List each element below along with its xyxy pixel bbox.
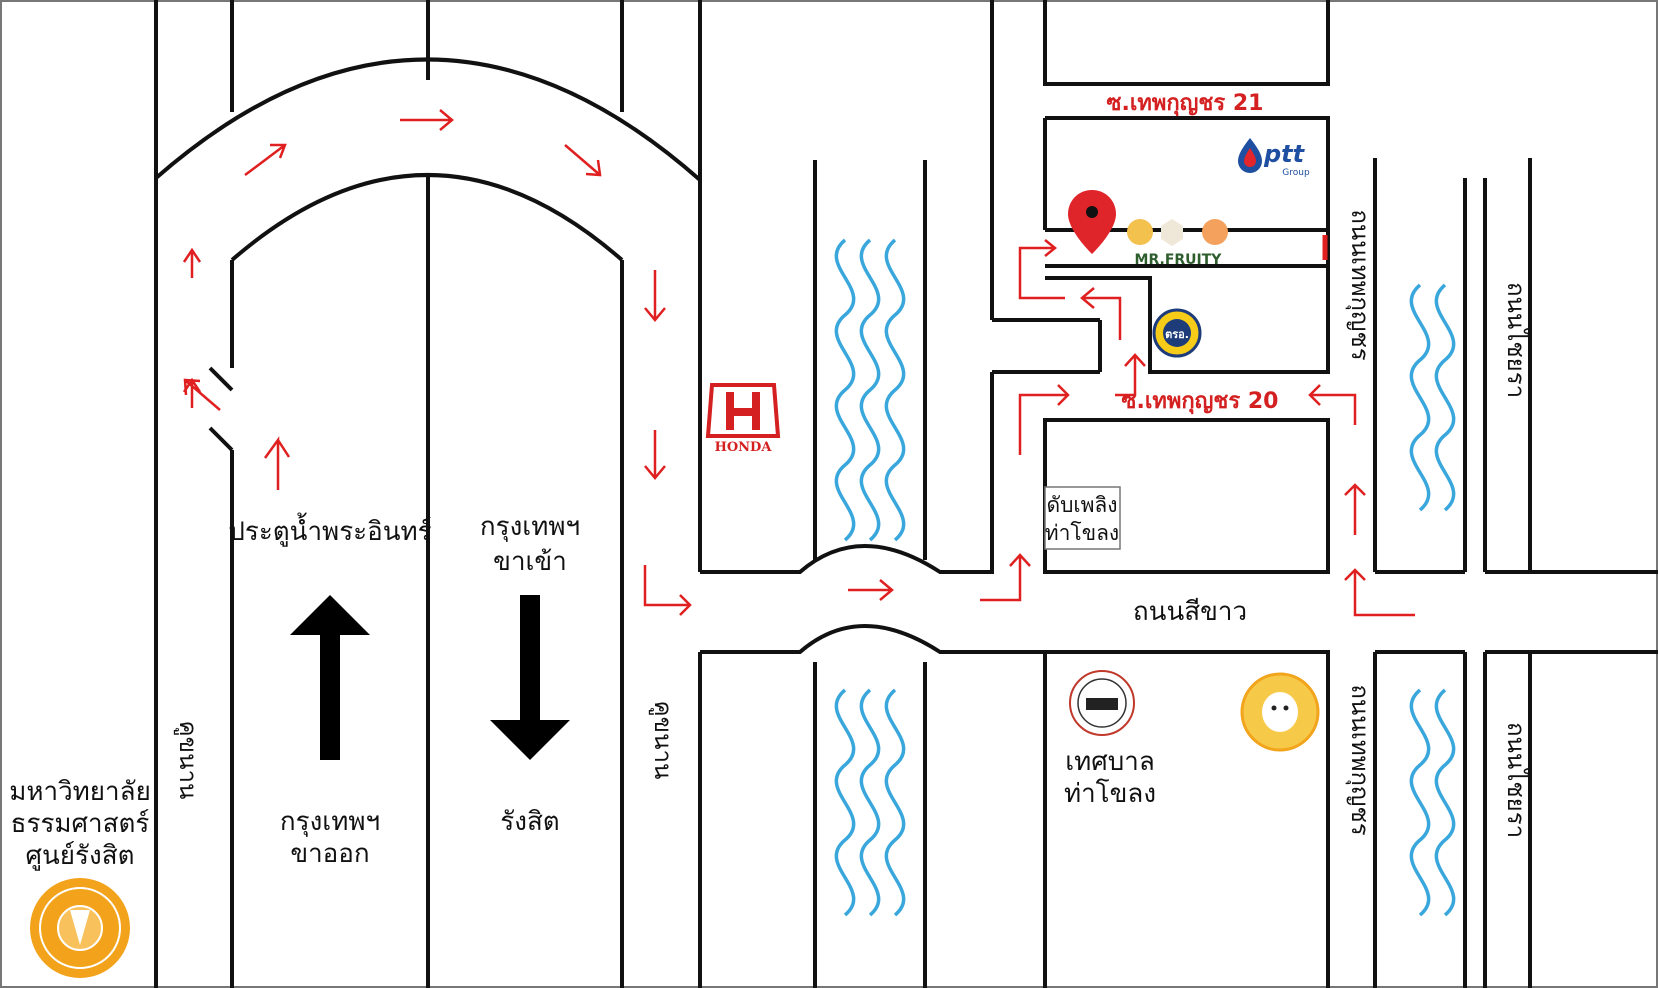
label-tessaban-1: เทศบาล xyxy=(1065,747,1155,777)
big-down-arrow-icon xyxy=(490,595,570,760)
road-network xyxy=(154,0,1658,988)
ptt-text: ptt xyxy=(1263,140,1306,168)
label-thammasat-2: ธรรมศาสตร์ xyxy=(11,809,150,839)
canal-right-upper xyxy=(1409,283,1456,512)
mr-fruity-text: MR.FRUITY xyxy=(1135,252,1223,268)
label-thepkunchon-lower: ถนนเทพกุญชร xyxy=(1345,684,1374,835)
canal-lower xyxy=(834,688,906,917)
label-pratu-nam: ประตูน้ำพระอินทร์ xyxy=(228,512,431,547)
label-outbound-2: ขาออก xyxy=(290,839,369,869)
tro-text: ตรอ. xyxy=(1165,328,1189,341)
label-soi-20: ซ.เทพกุญชร 20 xyxy=(1122,389,1279,415)
label-soi-21: ซ.เทพกุญชร 21 xyxy=(1107,91,1264,117)
label-inbound-2: ขาเข้า xyxy=(493,547,567,577)
label-rangsit: รังสิต xyxy=(500,807,559,837)
ptt-logo: ptt Group xyxy=(1238,138,1310,178)
label-kukhanan-left: คูขนาน xyxy=(173,721,202,800)
label-kukhanan-right: คูขนาน xyxy=(648,701,677,780)
tro-logo: ตรอ. xyxy=(1152,308,1202,358)
label-thepkunchon-upper: ถนนเทพกุญชร xyxy=(1345,209,1374,360)
honda-logo: HONDA xyxy=(705,383,781,455)
label-chaiyarat-upper: ถนนไชยรา xyxy=(1502,282,1530,398)
label-tessaban-2: ท่าโขลง xyxy=(1064,778,1156,809)
label-thammasat-3: ศูนย์รังสิต xyxy=(26,841,135,871)
route-arrows xyxy=(182,109,1415,617)
canal-right-lower xyxy=(1409,688,1456,917)
ptt-sub-text: Group xyxy=(1282,168,1310,178)
map-pin-icon xyxy=(1068,190,1116,254)
label-outbound-1: กรุงเทพฯ xyxy=(280,807,380,837)
big-up-arrow-icon xyxy=(290,595,370,760)
fire-station-label: ดับเพลิง ท่าโขลง xyxy=(1044,486,1121,550)
mascot-logo xyxy=(1240,672,1320,752)
label-si-khao: ถนนสีขาว xyxy=(1133,597,1247,627)
tessaban-seal xyxy=(1069,670,1135,736)
label-fire-1: ดับเพลิง xyxy=(1046,493,1117,517)
thammasat-seal xyxy=(30,878,130,978)
label-inbound-1: กรุงเทพฯ xyxy=(480,512,580,542)
label-chaiyarat-lower: ถนนไชยรา xyxy=(1502,722,1530,838)
label-fire-2: ท่าโขลง xyxy=(1045,521,1119,545)
label-thammasat-1: มหาวิทยาลัย xyxy=(9,777,151,807)
canal-upper xyxy=(834,238,906,542)
honda-text: HONDA xyxy=(715,440,773,455)
mr-fruity-logo: MR.FRUITY xyxy=(1127,219,1228,268)
